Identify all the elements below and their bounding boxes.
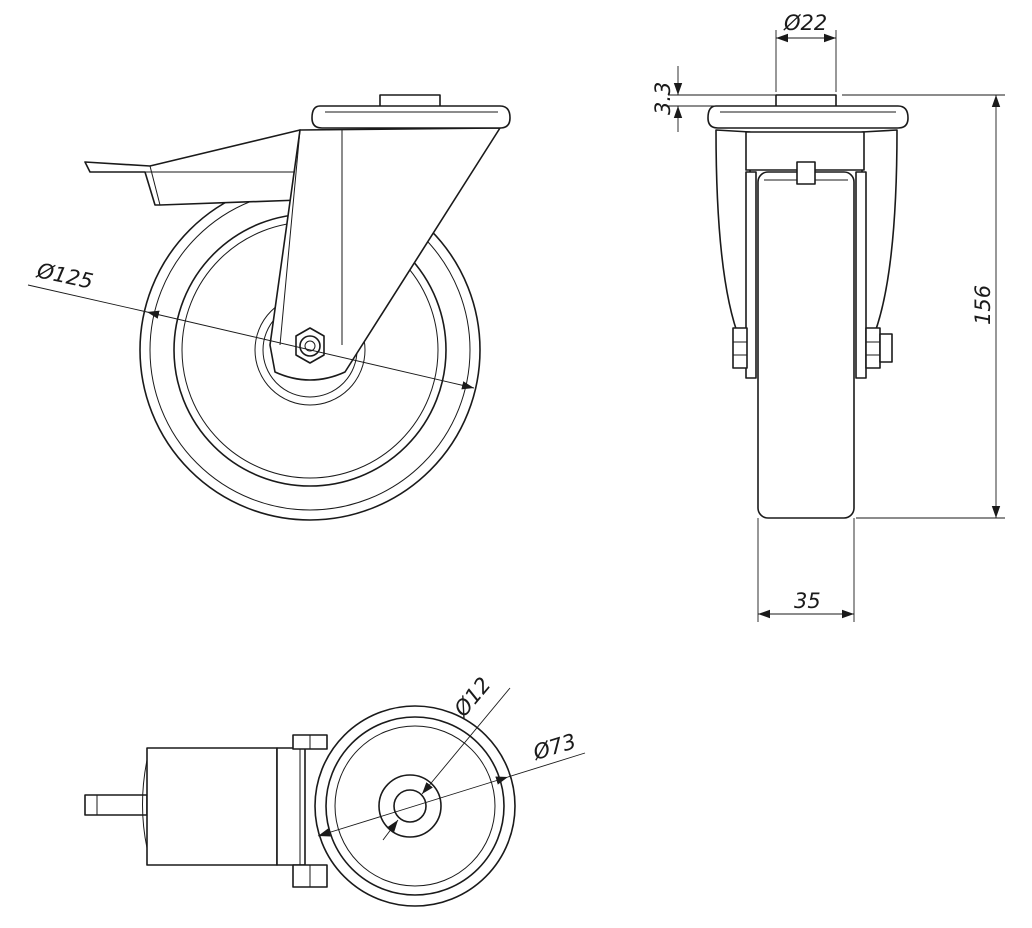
axle-nut: [295, 327, 325, 364]
top-view: Ø12 Ø73: [84, 673, 586, 907]
top-bolts: [292, 734, 328, 888]
brake-lever: [84, 129, 301, 206]
overall-height-dimension: 156: [842, 94, 1005, 519]
front-view: Ø22 3.3 156 35: [651, 11, 1005, 622]
top-plate: [311, 94, 511, 129]
plate-bolt-label: Ø22: [783, 11, 827, 35]
top-housing: [146, 747, 306, 866]
plate-thickness-dimension: 3.3: [651, 66, 776, 132]
wheel-width-dimension: 35: [757, 518, 855, 622]
front-top-plate: [707, 94, 909, 129]
front-wheel: [745, 161, 867, 519]
wheel-width-label: 35: [794, 589, 821, 613]
hub-diameter-label: Ø73: [529, 729, 578, 765]
overall-height-label: 156: [971, 285, 995, 325]
wheel-diameter-dimension: Ø125: [27, 258, 475, 390]
side-view: Ø125: [27, 94, 511, 521]
plate-bolt-dimension: Ø22: [775, 11, 837, 92]
plate-thickness-label: 3.3: [651, 82, 675, 115]
top-lever-stub: [84, 759, 148, 849]
front-fork: [715, 129, 898, 341]
front-axle: [732, 327, 893, 369]
